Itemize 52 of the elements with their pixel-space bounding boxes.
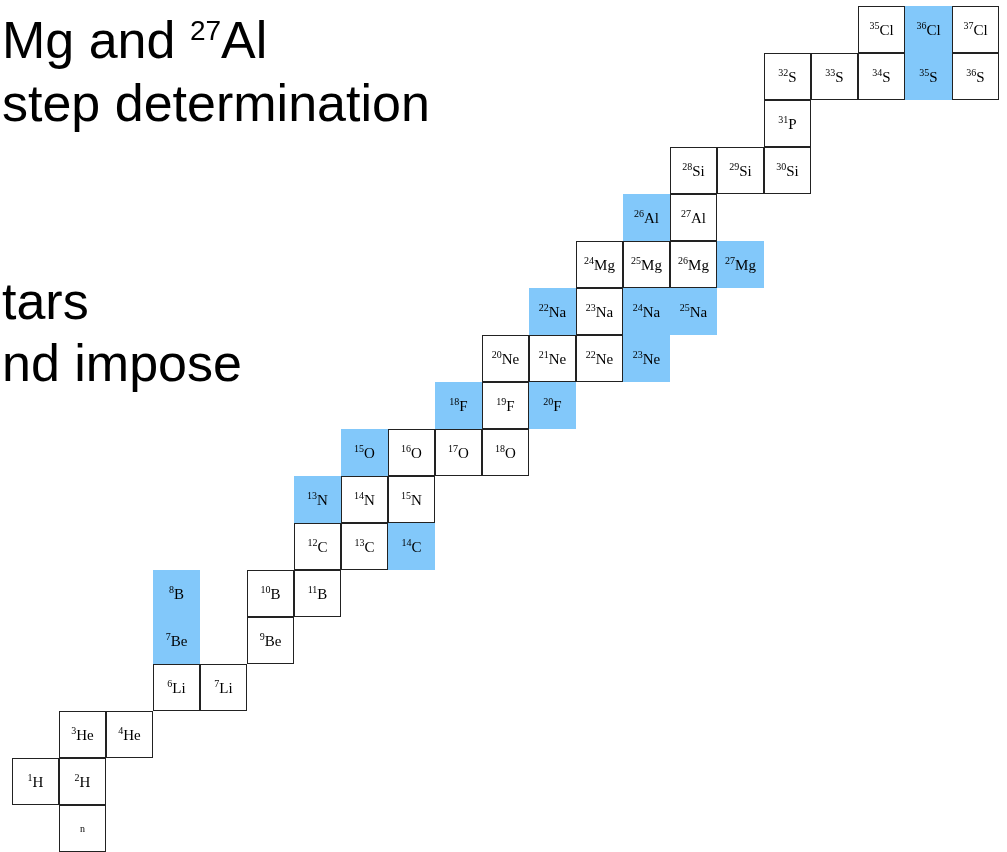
nuclide-cell: $^{18}$O [482,429,529,476]
nuclide-cell: $^{13}$N [294,476,341,523]
nuclide-cell: $^{35}$S [905,53,952,100]
nuclide-cell: $^{25}$Na [670,288,717,335]
nuclide-cell: $^{3}$He [59,711,106,758]
nuclide-cell: $^{9}$Be [247,617,294,664]
nuclide-cell: $^{22}$Na [529,288,576,335]
nuclide-cell: $^{20}$Ne [482,335,529,382]
nuclide-cell: $^{25}$Mg [623,241,670,288]
nuclide-cell: $^{1}$H [12,758,59,805]
nuclide-cell: $^{6}$Li [153,664,200,711]
nuclide-cell: $^{15}$N [388,476,435,523]
nuclide-cell: $^{8}$B [153,570,200,617]
nuclide-cell: $^{18}$F [435,382,482,429]
nuclide-cell: $^{12}$C [294,523,341,570]
nuclide-cell: $^{14}$C [388,523,435,570]
nuclide-cell: $^{29}$Si [717,147,764,194]
nuclide-cell: $^{37}$Cl [952,6,999,53]
nuclide-cell: $^{26}$Mg [670,241,717,288]
nuclide-cell: $^{34}$S [858,53,905,100]
nuclide-cell: $^{20}$F [529,382,576,429]
nuclide-cell: $^{7}$Li [200,664,247,711]
nuclide-cell: $^{4}$He [106,711,153,758]
nuclide-cell: $^{23}$Ne [623,335,670,382]
nuclide-cell: $^{31}$P [764,100,811,147]
nuclide-cell: $^{27}$Mg [717,241,764,288]
nuclide-cell: $^{7}$Be [153,617,200,664]
slide-text: tars [2,275,89,327]
nuclide-cell: $^{2}$H [59,758,106,805]
nuclide-cell: $^{32}$S [764,53,811,100]
nuclide-cell: $^{26}$Al [623,194,670,241]
nuclide-cell: $^{24}$Na [623,288,670,335]
nuclide-cell: $^{22}$Ne [576,335,623,382]
nuclide-cell: $^{35}$Cl [858,6,905,53]
nuclide-cell: $^{10}$B [247,570,294,617]
nuclide-cell: $^{16}$O [388,429,435,476]
nuclide-cell: $^{23}$Na [576,288,623,335]
nuclide-cell: $^{28}$Si [670,147,717,194]
nuclide-cell: $^{14}$N [341,476,388,523]
nuclide-cell: $^{36}$S [952,53,999,100]
nuclide-cell: $^{24}$Mg [576,241,623,288]
nuclide-cell: $^{13}$C [341,523,388,570]
nuclide-cell: $^{17}$O [435,429,482,476]
nuclide-cell: $^{30}$Si [764,147,811,194]
nuclide-cell: $^{36}$Cl [905,6,952,53]
nuclide-cell: $^{21}$Ne [529,335,576,382]
nuclide-cell: $^{11}$B [294,570,341,617]
nuclide-cell: $^{15}$O [341,429,388,476]
nuclide-cell: $^{27}$Al [670,194,717,241]
nuclide-cell: $^{19}$F [482,382,529,429]
nuclide-cell: $^{33}$S [811,53,858,100]
nuclide-cell: n [59,805,106,852]
